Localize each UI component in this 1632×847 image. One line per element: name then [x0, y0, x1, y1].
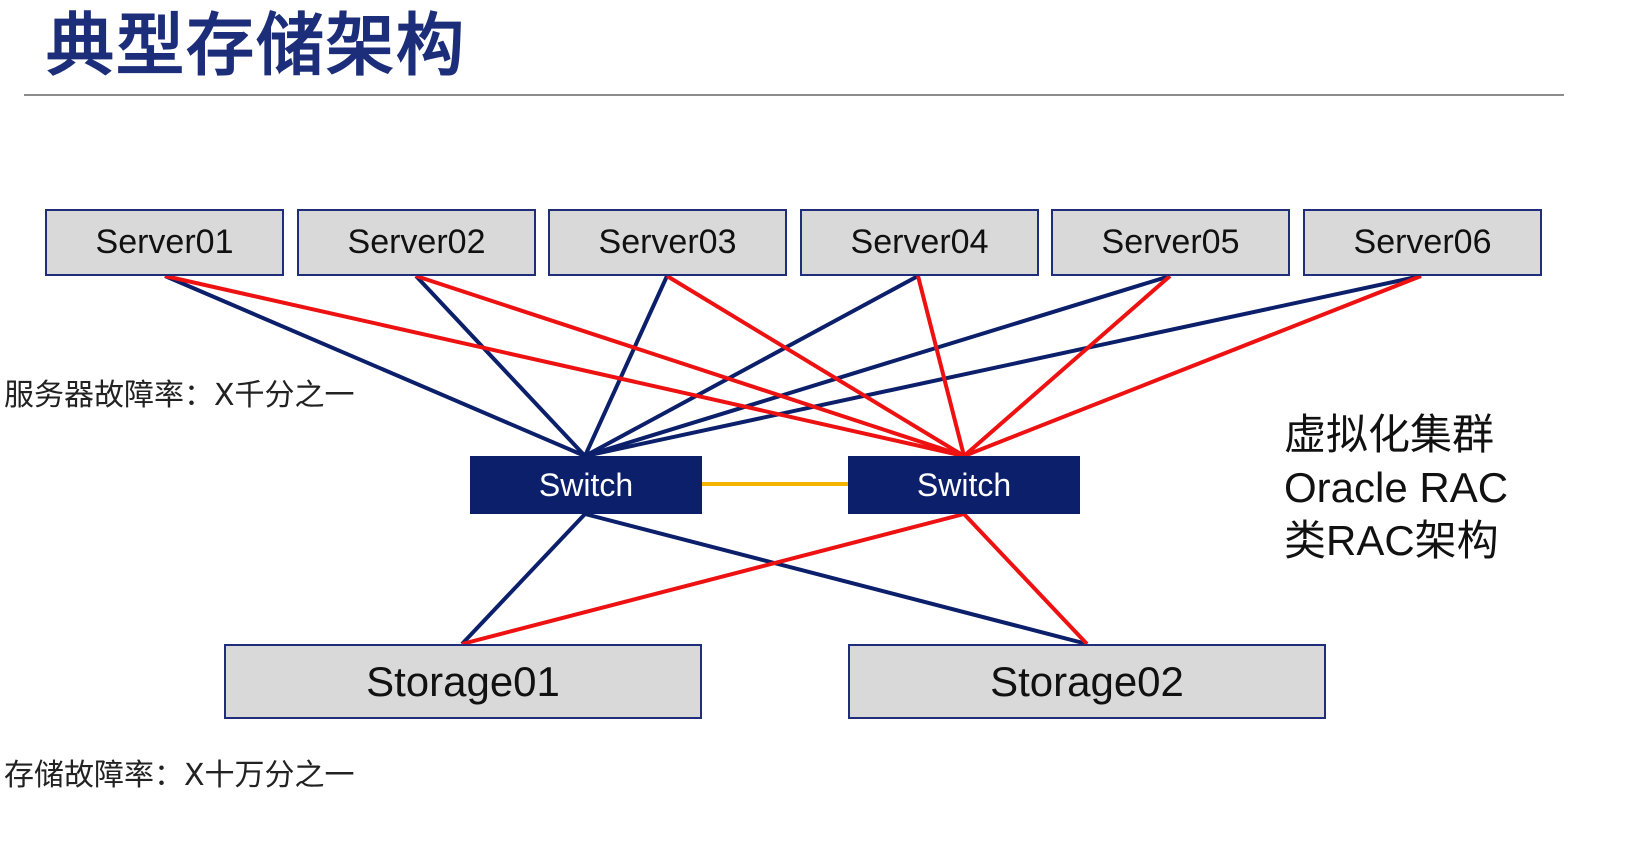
link-server05-switch1	[584, 274, 1171, 458]
server-node-01: Server01	[45, 209, 284, 276]
label-rac-like-architecture: 类RAC架构	[1284, 517, 1499, 564]
server-node-04: Server04	[800, 209, 1039, 276]
link-server04-switch1	[584, 274, 919, 458]
link-switch2-storage01	[461, 512, 965, 646]
page-title: 典型存储架构	[46, 7, 467, 86]
link-server03-switch1	[583, 275, 669, 457]
architecture-labels: 虚拟化集群 Oracle RAC 类RAC架构	[1284, 408, 1508, 567]
link-server04-switch2	[916, 275, 966, 457]
link-server06-switch1	[584, 274, 1422, 458]
link-server02-switch2	[415, 274, 965, 458]
storage-failure-note: 存储故障率：X十万分之一	[4, 758, 355, 793]
storage-node-02: Storage02	[848, 644, 1326, 719]
server-node-06: Server06	[1303, 209, 1542, 276]
label-oracle-rac: Oracle RAC	[1284, 464, 1509, 511]
link-server01-switch1	[164, 274, 586, 458]
link-server01-switch2	[164, 274, 965, 458]
switch-left: Switch	[470, 456, 702, 514]
storage-node-01: Storage01	[224, 644, 702, 719]
title-divider	[24, 94, 1564, 96]
label-virtualization-cluster: 虚拟化集群	[1284, 411, 1495, 458]
link-server02-switch1	[414, 274, 587, 458]
link-server06-switch2	[963, 274, 1422, 458]
server-failure-note: 服务器故障率：X千分之一	[4, 378, 355, 413]
link-switch1-storage02	[584, 512, 1088, 646]
link-switch2-storage02	[962, 512, 1089, 646]
server-node-02: Server02	[297, 209, 536, 276]
link-server03-switch2	[665, 274, 966, 458]
server-node-05: Server05	[1051, 209, 1290, 276]
switch-right: Switch	[848, 456, 1080, 514]
link-server05-switch2	[962, 274, 1172, 458]
server-node-03: Server03	[548, 209, 787, 276]
link-switch1-storage01	[460, 512, 587, 646]
